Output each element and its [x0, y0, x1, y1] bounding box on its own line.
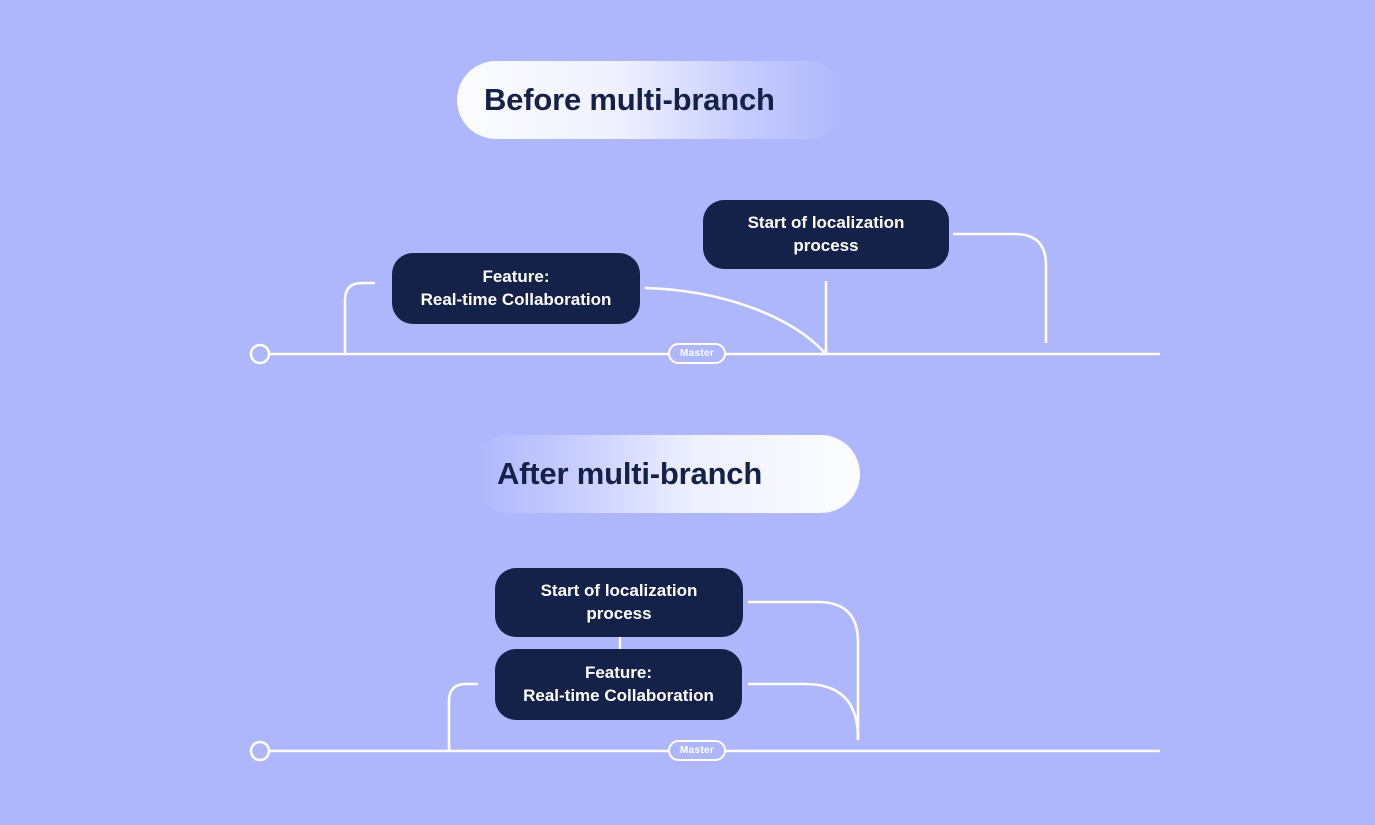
node-after-start-line2: process	[586, 603, 652, 623]
node-before-feature-line2: Real-time Collaboration	[420, 289, 612, 309]
section-title-after-text: After multi-branch	[497, 456, 763, 491]
node-before-start-line2: process	[793, 235, 859, 255]
node-before-start-label: Start of localization process	[748, 212, 905, 258]
feature-merge-curve-before	[644, 286, 826, 354]
timeline-start-dot-before	[249, 343, 271, 365]
start-merge-curve-after	[748, 600, 860, 740]
node-after-start-localization[interactable]: Start of localization process	[495, 568, 743, 637]
start-merge-curve-before	[953, 232, 1048, 343]
feature-merge-curve-after	[748, 682, 860, 740]
section-title-before-text: Before multi-branch	[484, 82, 775, 117]
timeline-start-dot-after	[249, 740, 271, 762]
master-branch-label-before: Master	[668, 343, 726, 364]
branch-out-curve-before	[343, 281, 375, 354]
node-before-feature-label: Feature: Real-time Collaboration	[421, 266, 612, 312]
branch-out-curve-after	[447, 682, 478, 751]
node-after-start-label: Start of localization process	[541, 580, 698, 626]
section-title-before: Before multi-branch	[457, 61, 847, 139]
node-after-feature-label: Feature: Real-time Collaboration	[523, 662, 714, 708]
master-branch-label-after: Master	[668, 740, 726, 761]
node-after-feature[interactable]: Feature: Real-time Collaboration	[495, 649, 742, 720]
node-before-feature-line1: Feature:	[482, 266, 550, 286]
node-after-feature-line1: Feature:	[584, 662, 653, 682]
node-before-start-localization[interactable]: Start of localization process	[703, 200, 949, 269]
node-after-start-line1: Start of localization	[540, 580, 698, 600]
node-before-feature[interactable]: Feature: Real-time Collaboration	[392, 253, 640, 324]
node-after-feature-line2: Real-time Collaboration	[523, 685, 714, 705]
section-title-after: After multi-branch	[470, 435, 860, 513]
node-before-start-line1: Start of localization	[747, 212, 905, 232]
merge-arrowhead-after	[848, 739, 868, 751]
